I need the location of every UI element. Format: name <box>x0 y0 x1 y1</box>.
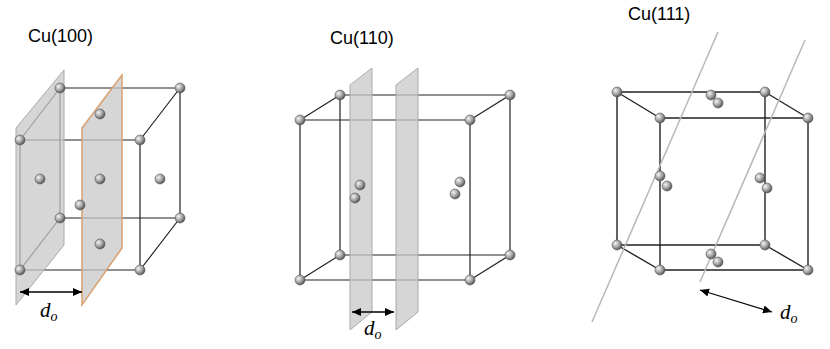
surface-label: Cu(110) <box>330 28 394 49</box>
surface-label: Cu(100) <box>28 26 93 47</box>
cube-111 <box>617 92 808 270</box>
atoms-100 <box>15 83 185 275</box>
spacing-symbol: d <box>780 300 791 325</box>
plane-111 <box>592 32 805 322</box>
atoms-111 <box>612 87 813 275</box>
plane-100 <box>16 70 122 305</box>
surface-label: Cu(111) <box>628 4 690 25</box>
spacing-subscript: o <box>791 311 798 327</box>
spacing-arrow <box>352 311 394 312</box>
spacing-arrow <box>700 290 772 312</box>
spacing-subscript: o <box>51 309 58 325</box>
plane-110 <box>350 68 418 330</box>
spacing-subscript: o <box>375 327 382 343</box>
spacing-symbol: d <box>364 316 375 341</box>
spacing-symbol: d <box>40 298 51 323</box>
spacing-arrow <box>20 291 82 292</box>
atoms-110 <box>295 90 515 285</box>
